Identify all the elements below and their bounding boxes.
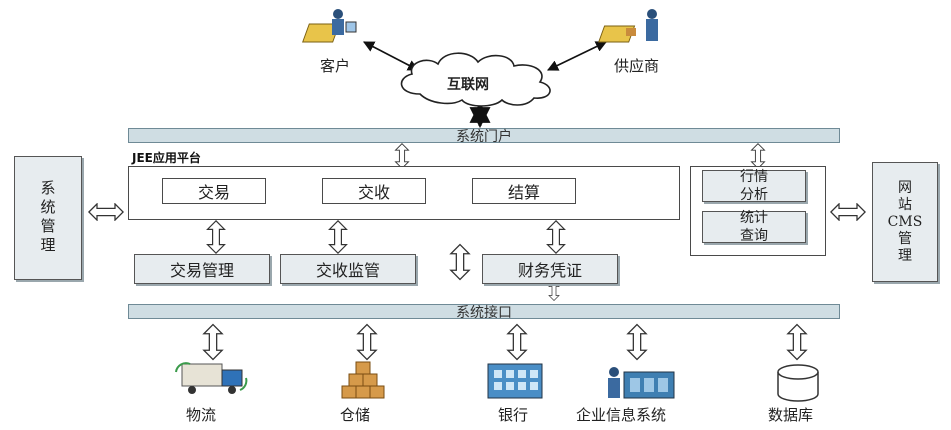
bank-arrow — [507, 323, 527, 361]
delivery-module: 交收 — [322, 178, 426, 204]
cms-line-4: 管 — [897, 230, 912, 247]
sysmgmt-platform-arrow — [88, 203, 124, 221]
finance-voucher-box: 财务凭证 — [482, 254, 618, 284]
cms-line-2: 站 — [897, 196, 912, 213]
bank-building-icon — [487, 363, 543, 399]
delivery-supervision-box: 交收监管 — [280, 254, 416, 284]
system-interface-bar: 系统接口 — [128, 304, 840, 321]
portal-platform-arrow — [394, 143, 410, 169]
analysis-cms-arrow — [830, 203, 866, 221]
enterprise-system-icon — [608, 367, 675, 399]
market-line-2: 分析 — [740, 187, 768, 203]
cms-line-3: CMS — [887, 213, 923, 230]
platform-title: JEE应用平台 — [132, 151, 201, 165]
customer-internet-link — [363, 41, 419, 71]
portal-analysis-arrow — [750, 143, 766, 169]
delivery-supervise-arrow — [328, 220, 348, 254]
customer-person-icon — [302, 9, 357, 43]
customer-label: 客户 — [320, 57, 351, 75]
cms-management-box: 网 站 CMS 管 理 — [872, 162, 938, 282]
cms-line-5: 理 — [897, 247, 912, 264]
stats-line-1: 统计 — [740, 210, 768, 226]
storage-label: 仓储 — [340, 406, 371, 424]
enterprise-info-label: 企业信息系统 — [576, 406, 667, 424]
logistics-arrow — [203, 323, 223, 361]
trade-management-box: 交易管理 — [134, 254, 270, 284]
database-label: 数据库 — [768, 406, 814, 424]
voucher-interface-arrow — [548, 281, 560, 301]
bank-label: 银行 — [498, 406, 529, 424]
logistics-truck-icon — [175, 362, 248, 394]
finance-voucher-arrow — [546, 220, 566, 254]
supplier-person-icon — [598, 9, 658, 43]
supplier-internet-link — [546, 41, 608, 71]
trade-mgmt-arrow — [206, 220, 226, 254]
database-arrow — [787, 323, 807, 361]
trade-module: 交易 — [162, 178, 266, 204]
cms-line-1: 网 — [897, 179, 912, 196]
supplier-label: 供应商 — [614, 57, 660, 75]
internet-label: 互联网 — [447, 77, 489, 93]
enterprise-arrow — [627, 323, 647, 361]
system-management-box: 系统管理 — [14, 156, 82, 280]
internet-cloud-icon — [400, 52, 551, 107]
database-cylinder-icon — [777, 364, 819, 402]
market-line-1: 行情 — [740, 169, 768, 185]
storage-boxes-icon — [341, 361, 385, 399]
market-analysis-box: 行情分析 — [702, 169, 806, 203]
system-portal-bar: 系统门户 — [128, 128, 840, 145]
logistics-label: 物流 — [186, 406, 217, 424]
settlement-module: 结算 — [472, 178, 576, 204]
stats-line-2: 查询 — [740, 228, 768, 244]
stats-query-box: 统计查询 — [702, 210, 806, 244]
storage-arrow — [357, 323, 377, 361]
platform-interface-arrow — [449, 243, 471, 281]
